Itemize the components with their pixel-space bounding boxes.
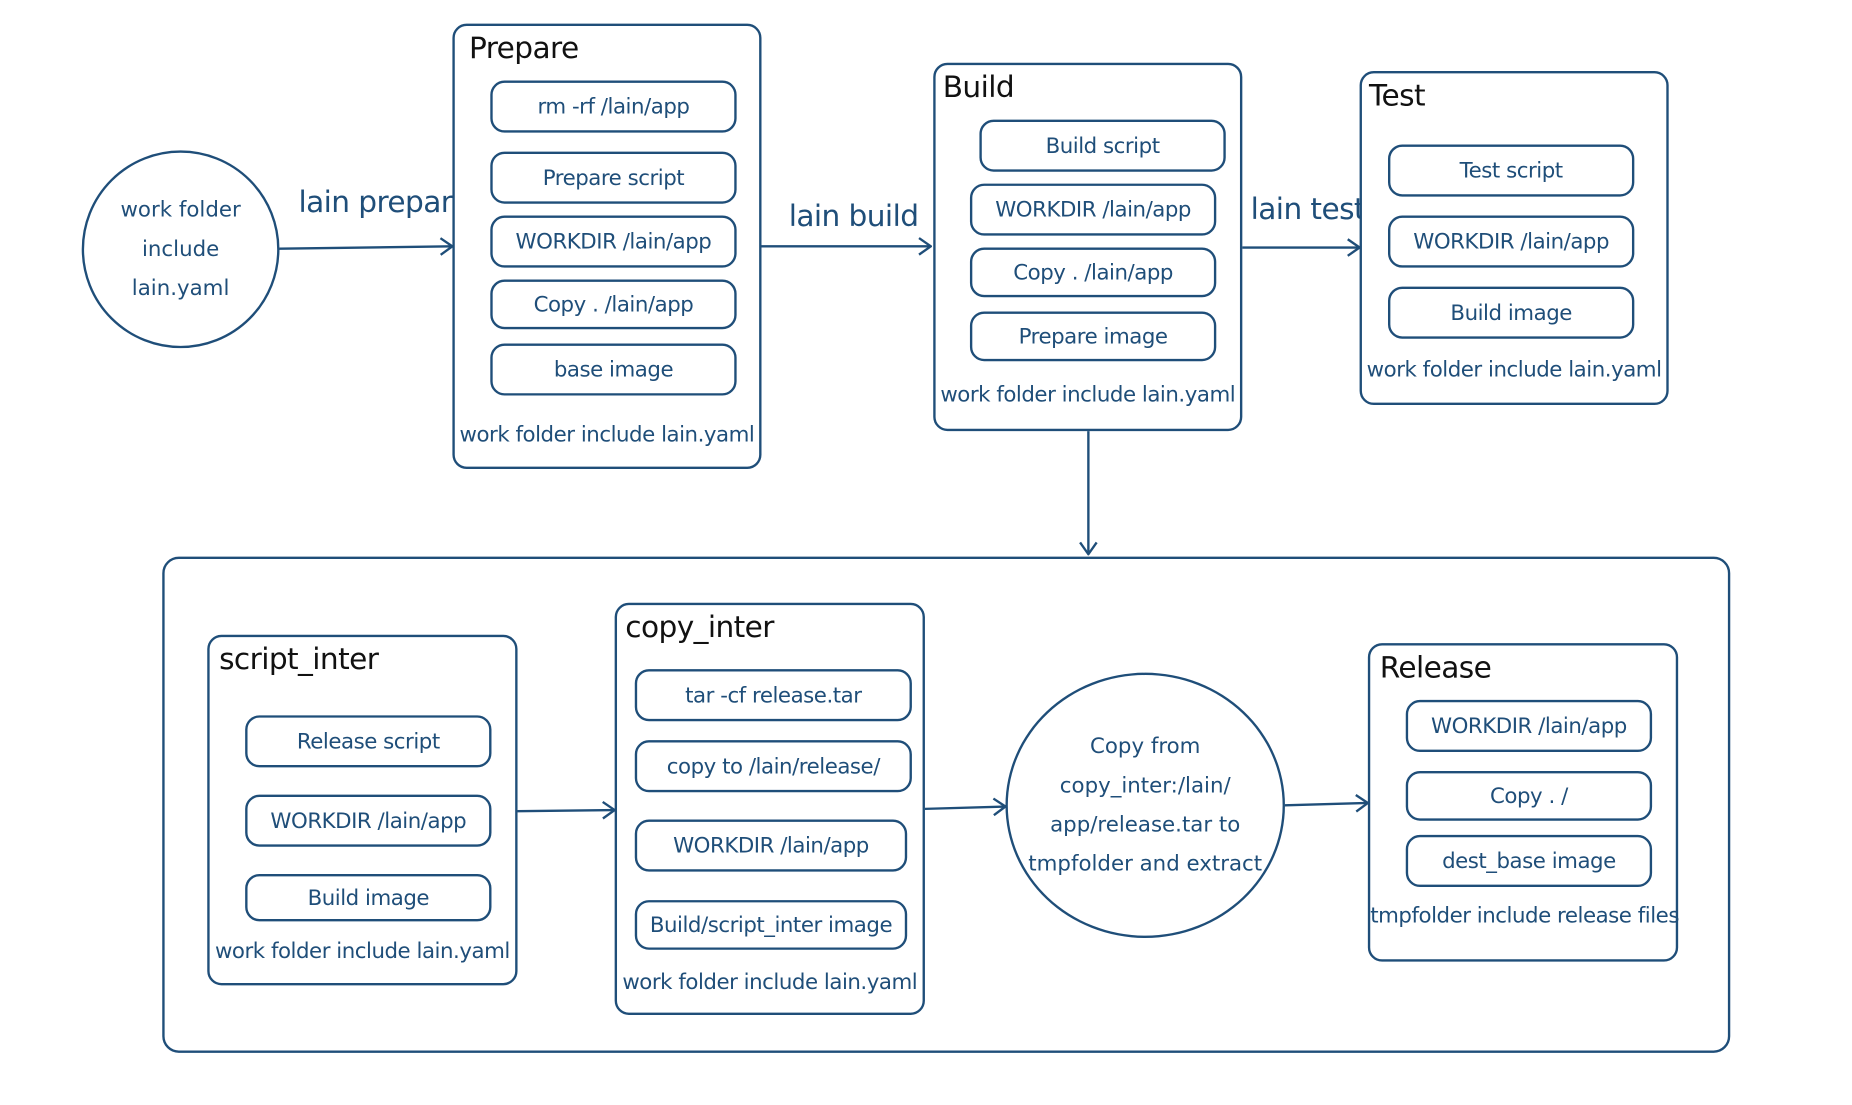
copy-node-line: app/release.tar to: [1050, 812, 1241, 838]
prepare-title: Prepare: [468, 30, 579, 66]
copy-inter-step: WORKDIR /lain/app: [634, 819, 908, 872]
start-node: work folder include lain.yaml: [81, 150, 280, 349]
release-stage: Release WORKDIR /lain/app Copy . / dest_…: [1367, 643, 1679, 962]
release-step: dest_base image: [1405, 834, 1653, 888]
copy-node-line: copy_inter:/lain/: [1059, 773, 1231, 799]
prepare-step: rm -rf /lain/app: [490, 80, 737, 133]
test-stage: Test Test script WORKDIR /lain/app Build…: [1359, 71, 1669, 406]
copy-node-line: Copy from: [1089, 734, 1201, 760]
start-node-line: include: [141, 236, 220, 262]
prepare-footer: work folder include lain.yaml: [459, 422, 755, 448]
build-step: Build script: [979, 119, 1226, 172]
build-step: WORKDIR /lain/app: [969, 183, 1217, 236]
copy-node-line: tmpfolder and extract: [1028, 851, 1263, 877]
build-footer: work folder include lain.yaml: [940, 382, 1236, 408]
prepare-step: WORKDIR /lain/app: [490, 215, 737, 268]
build-stage: Build Build script WORKDIR /lain/app Cop…: [933, 62, 1243, 432]
script-inter-step: WORKDIR /lain/app: [245, 794, 492, 847]
start-node-line: lain.yaml: [131, 275, 230, 301]
release-footer: tmpfolder include release files: [1370, 903, 1679, 929]
arrow-start-to-prepare: [279, 237, 454, 256]
start-node-line: work folder: [120, 197, 241, 223]
test-step: WORKDIR /lain/app: [1387, 215, 1635, 268]
prepare-stage: Prepare rm -rf /lain/app Prepare script …: [452, 23, 762, 469]
edge-label-lain-prepare: lain prepare: [298, 184, 470, 220]
build-title: Build: [942, 69, 1015, 105]
arrow-script-to-copy: [517, 800, 616, 820]
copy-inter-title: copy_inter: [625, 609, 774, 645]
test-footer: work folder include lain.yaml: [1366, 357, 1662, 383]
prepare-step: base image: [490, 343, 737, 396]
edge-label-lain-build: lain build: [788, 198, 919, 234]
test-title: Test: [1369, 78, 1426, 113]
copy-inter-step: tar -cf release.tar: [634, 669, 912, 722]
test-step: Build image: [1387, 286, 1635, 339]
script-inter-title: script_inter: [219, 641, 379, 677]
arrow-copy-node-to-release: [1284, 794, 1370, 813]
script-inter-footer: work folder include lain.yaml: [214, 939, 510, 965]
script-inter-stage: script_inter Release script WORKDIR /lai…: [207, 634, 518, 986]
release-title: Release: [1379, 650, 1492, 685]
release-step: Copy . /: [1405, 770, 1653, 821]
build-step: Prepare image: [969, 311, 1217, 362]
test-step: Test script: [1387, 144, 1635, 197]
arrow-copy-inter-to-copy-node: [924, 797, 1007, 817]
prepare-step: Prepare script: [490, 151, 737, 204]
copy-inter-step: Build/script_inter image: [634, 900, 908, 950]
release-step: WORKDIR /lain/app: [1405, 699, 1653, 753]
script-inter-step: Release script: [245, 715, 492, 768]
copy-inter-footer: work folder include lain.yaml: [622, 969, 918, 995]
prepare-step: Copy . /lain/app: [490, 279, 737, 330]
copy-inter-step: copy to /lain/release/: [634, 740, 912, 793]
edge-label-lain-test: lain test: [1250, 191, 1366, 227]
release-pipeline-group: [162, 556, 1731, 1053]
script-inter-step: Build image: [245, 874, 492, 922]
build-step: Copy . /lain/app: [969, 247, 1217, 298]
copy-inter-stage: copy_inter tar -cf release.tar copy to /…: [614, 602, 925, 1015]
copy-release-node: Copy from copy_inter:/lain/ app/release.…: [1005, 672, 1285, 938]
